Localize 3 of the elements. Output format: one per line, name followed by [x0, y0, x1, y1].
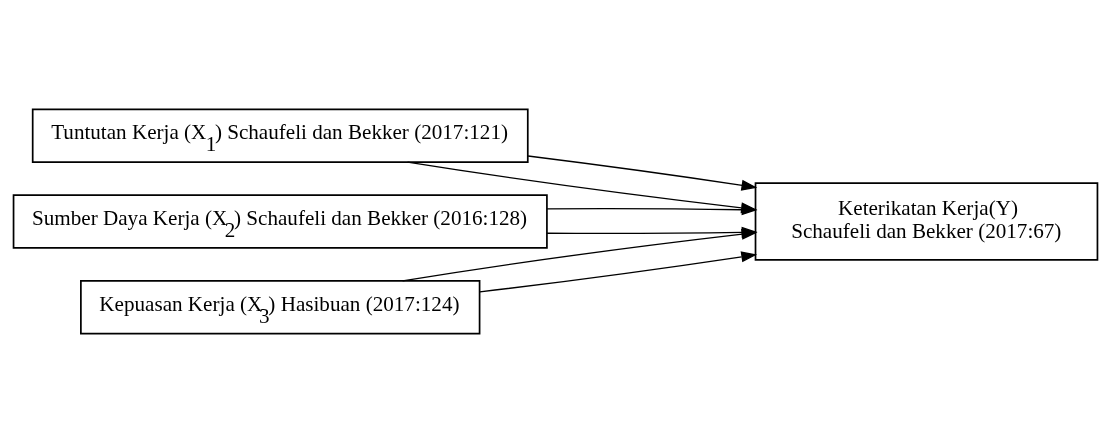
arrow — [479, 251, 758, 293]
arrow — [527, 155, 758, 191]
node-box: Keterikatan Kerja(Y) Schaufeli dan Bekker (2017:67) — [754, 182, 1099, 261]
